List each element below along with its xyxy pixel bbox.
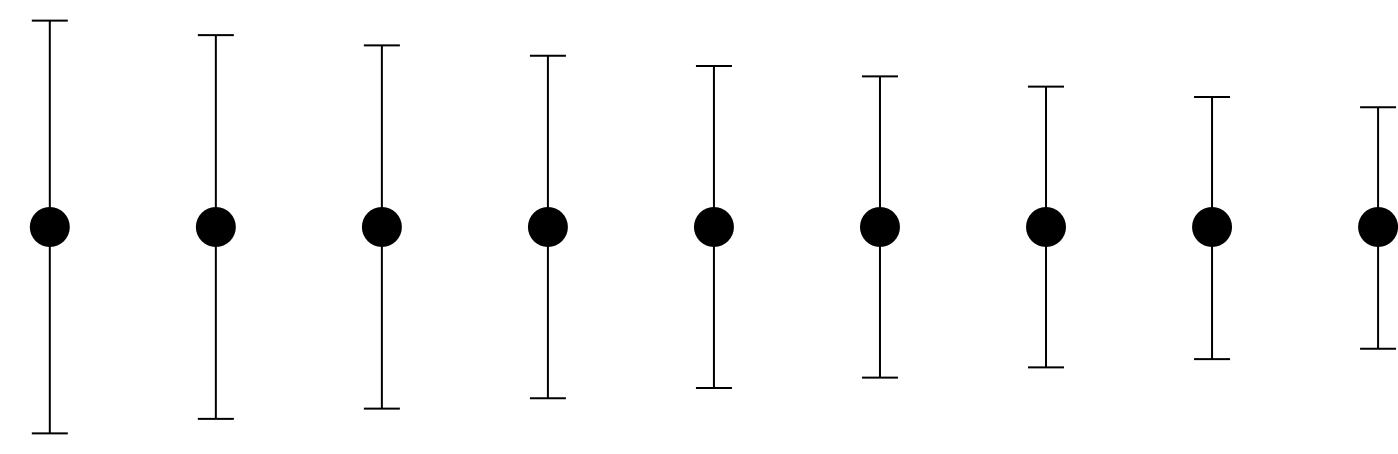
data-point	[361, 207, 402, 247]
data-point	[693, 207, 734, 247]
data-point	[1026, 207, 1067, 247]
data-point	[859, 207, 900, 247]
data-point	[195, 207, 236, 247]
data-point	[1358, 207, 1398, 247]
data-point	[527, 207, 568, 247]
data-point	[1192, 207, 1233, 247]
data-point	[29, 207, 70, 247]
points-group	[29, 207, 1398, 247]
